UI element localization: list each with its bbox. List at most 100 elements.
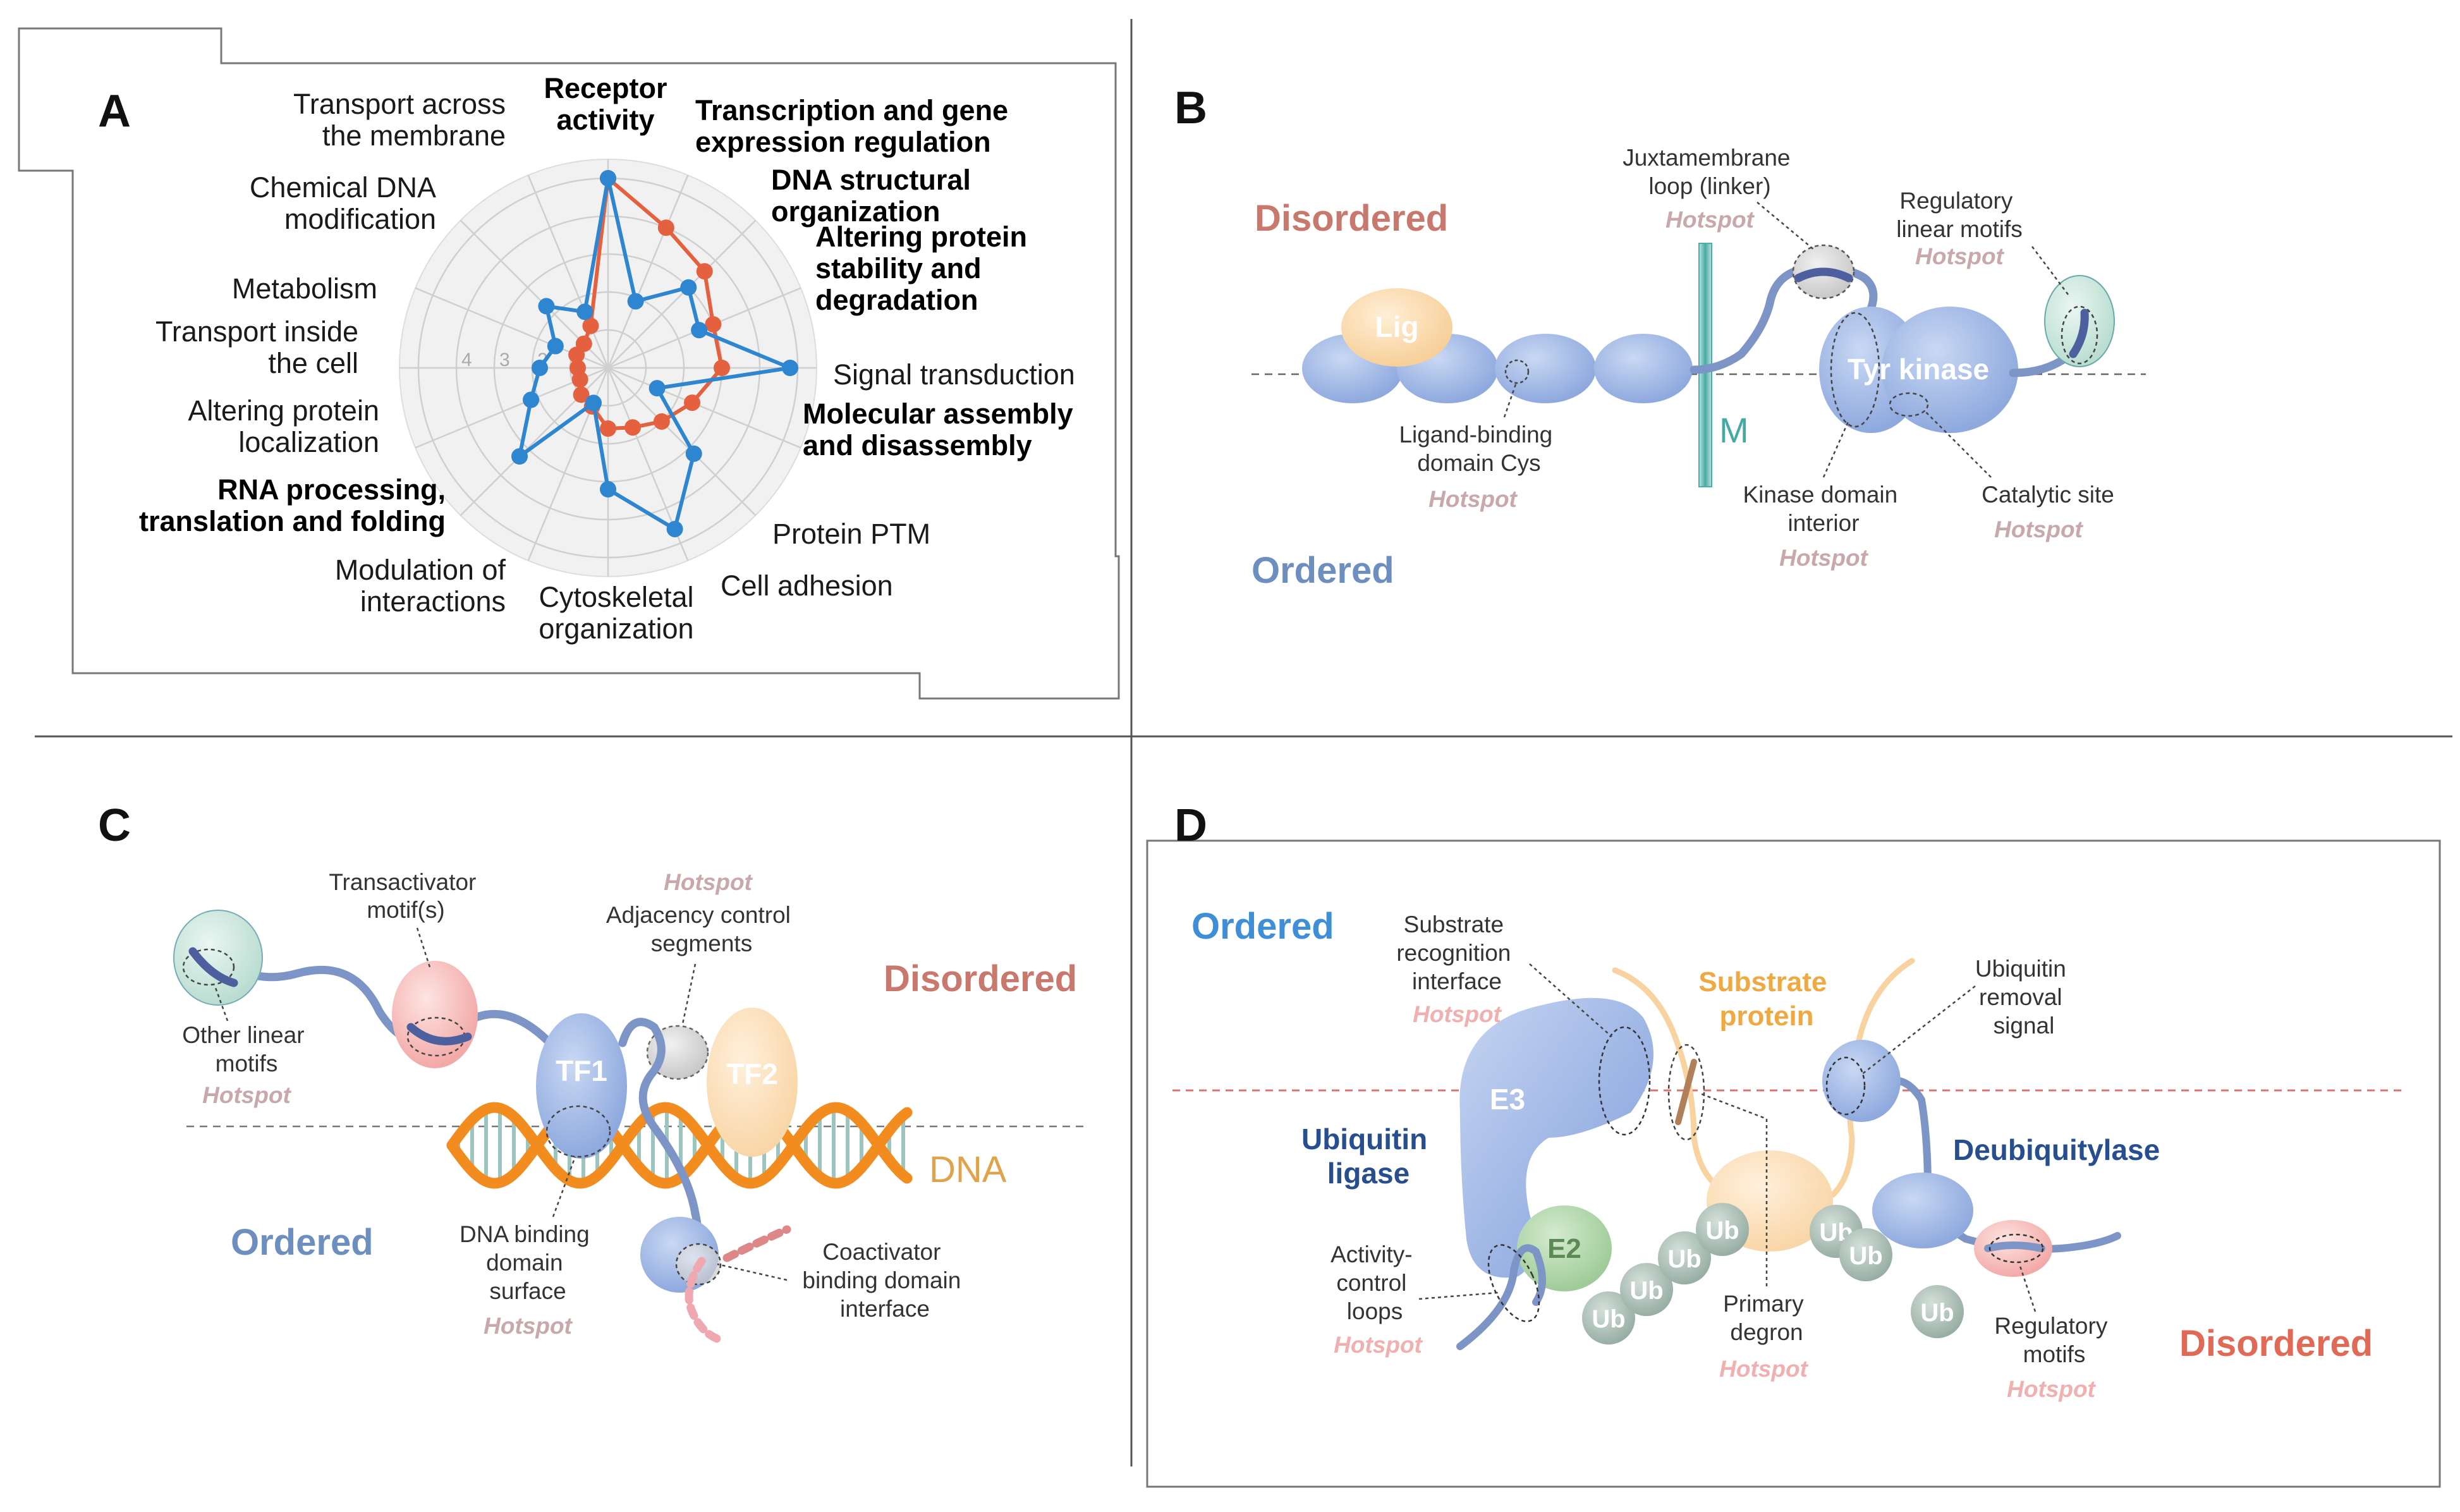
b-ordered-label: Ordered [1251,550,1394,591]
b-juxtamembrane-text: Juxtamembrane loop (linker) [1623,145,1797,199]
radar-chart: 4321ReceptoractivityTranscription and ge… [139,72,1075,645]
radar-series-2-point [538,298,555,315]
d-regulatory-motifs-leader [2018,1264,2037,1312]
d-regulatory-motifs-text: Regulatory motifs [1994,1313,2114,1367]
d-substrate-recognition-leader [1529,963,1612,1037]
radar-spoke [607,367,757,516]
ub-label: Ub [1592,1305,1625,1333]
b-kinase-lobe-c [1882,307,2018,433]
radar-spoke [527,174,609,369]
c-other-linear-text: Other linear motifs [182,1022,311,1076]
panel-c-transcription-diagram: C Disordered Ordered DNA TF1 TF2 Tran [98,800,1087,1344]
d-ub-removal-ring [1825,1056,1866,1116]
b-ig-domain-3 [1495,334,1596,403]
c-transactivator-motif [406,1023,472,1046]
radar-spoke [607,219,757,369]
radar-series-1-point [569,360,586,376]
radar-series-2-point [666,520,683,537]
c-other-linear-motif-ring [182,948,235,986]
c-tf1-linker [618,1018,702,1262]
d-activity-control-text: Activity- control loops [1330,1241,1419,1324]
b-ligand [1341,288,1452,367]
c-dna-binding-text: DNA binding domain surface [460,1221,596,1304]
d-disordered-label: Disordered [2179,1323,2373,1364]
radar-series-2-point [648,380,666,397]
c-adjacency-text: Adjacency control segments [606,902,797,956]
c-disordered-label: Disordered [884,958,1077,999]
dna-strand-2 [446,1102,913,1189]
c-tf1-label: TF1 [556,1054,607,1087]
b-juxtamembrane-leader [1757,202,1815,250]
panel-b-label: B [1174,83,1207,133]
panel-d-frame [1146,839,2441,1488]
ub-label: Ub [1705,1217,1739,1245]
b-regulatory-motif-ring [2061,305,2098,365]
b-regulatory-hotspot-label: Hotspot [1915,243,2004,269]
b-regulatory-text: Regulatory linear motifs [1896,188,2022,242]
radar-series-1-point [600,420,616,437]
d-ub-removal-text: Ubiquitin removal signal [1975,956,2073,1039]
radar-series-2-point [627,293,644,310]
ub-label: Ub [1920,1299,1954,1327]
d-substrate-recognition-ring [1598,1026,1651,1136]
c-adjacency-leader [681,963,697,1025]
c-ordered-label: Ordered [231,1222,374,1263]
d-degron-hotspot [1667,1044,1705,1141]
radar-series-1-point [582,317,599,334]
d-ub-removal-leader [1861,985,1976,1075]
radar-series-1-point [657,219,674,236]
radar-series-2-point [585,394,602,412]
d-primary-degron-hotspot-label: Hotspot [1719,1356,1808,1382]
radar-series-2-point [600,170,616,186]
d-activity-loop-ring [1487,1244,1540,1322]
ub-label: Ub [1667,1245,1701,1273]
panel-d-label: D [1174,800,1207,851]
radar-series-1-point [696,263,713,280]
panel-a-radar: A 4321ReceptoractivityTranscription and … [18,27,1120,700]
b-ligand-binding-hotspot-label: Hotspot [1428,486,1518,512]
radar-series-2-point [532,360,548,376]
radar-series-2-point [547,338,564,355]
d-e3-label: E3 [1490,1083,1525,1116]
radar-category-label: Metabolism [232,272,377,305]
radar-tick-label: 4 [461,350,472,370]
b-catalytic-hotspot [1889,392,1929,417]
radar-category-label: Protein PTM [772,518,930,550]
radar-series-1-point [705,316,722,333]
c-transactivator-leader [416,927,431,968]
c-transactivator-text: Transactivator motif(s) [329,869,482,923]
ub-bead [1696,1203,1749,1256]
d-e3 [1459,997,1653,1278]
b-juxtamembrane-hotspot-label: Hotspot [1665,207,1755,233]
b-kinase-interior-hotspot [1830,312,1880,428]
radar-series-1-point [714,360,730,376]
d-ubiquitin-ligase-text: Ubiquitin ligase [1301,1123,1435,1190]
d-ub-removal-domain [1822,1040,1901,1122]
c-other-linear-motif-hotspot [173,910,263,1006]
d-activity-control-leader [1418,1291,1499,1300]
c-dna-label: DNA [929,1149,1007,1190]
ub-bead [1620,1263,1673,1316]
radar-series-2-point [511,448,528,465]
radar-series-1-point [653,413,670,430]
ub-label: Ub [1849,1242,1882,1270]
c-coactivator-peptide [722,1225,791,1262]
radar-category-label: Signal transduction [833,358,1075,391]
d-primary-degron-text: Primary degron [1723,1291,1810,1345]
b-ig-domain-4 [1594,334,1693,403]
c-other-linear-hotspot-label: Hotspot [202,1082,291,1108]
panel-c-label: C [98,800,131,851]
radar-series-2-point [576,303,594,320]
d-deubiquitylase-text: Deubiquitylase [1953,1133,2160,1166]
c-other-linear-motif [188,947,238,987]
d-regulatory-motif [1984,1241,2045,1252]
